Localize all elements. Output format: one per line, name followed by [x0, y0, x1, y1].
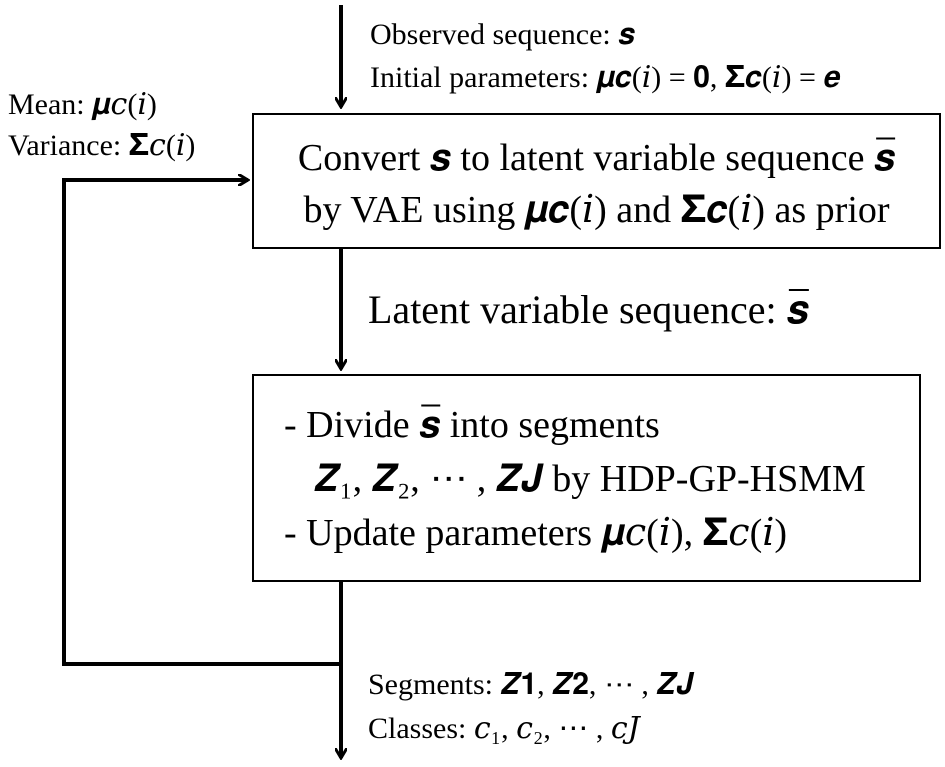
hsmm-box-line-2: 𝒁₁, 𝒁₂, ⋯ , 𝒁𝑱 by HDP-GP-HSMM: [314, 458, 866, 500]
classes-note: Classes: 𝑐₁, 𝑐₂, ⋯ , 𝑐𝐽: [368, 712, 640, 745]
hsmm-box-line-3: - Update parameters 𝝁𝑐(𝑖), 𝚺𝑐(𝑖): [284, 512, 788, 554]
initial-parameters-note: Initial parameters: 𝝁𝒄(𝑖) = 𝟎, 𝚺𝒄(𝑖) = 𝒆: [370, 61, 841, 94]
feedback-loop-arrow: [62, 180, 341, 666]
segments-note: Segments: 𝒁𝟏, 𝒁𝟐, ⋯ , 𝒁𝑱: [368, 668, 694, 701]
vae-conversion-box: Convert 𝒔 to latent variable sequence 𝒔̅…: [252, 113, 941, 249]
hdp-gp-hsmm-box: - Divide 𝒔̅ into segments 𝒁₁, 𝒁₂, ⋯ , 𝒁𝑱…: [252, 374, 921, 582]
observed-sequence-note: Observed sequence: 𝒔: [370, 18, 635, 51]
vae-box-line-2: by VAE using 𝝁𝒄(𝑖) and 𝚺𝒄(𝑖) as prior: [303, 189, 890, 231]
mean-note: Mean: 𝝁𝑐(𝑖): [8, 88, 157, 121]
hsmm-box-line-1: - Divide 𝒔̅ into segments: [284, 404, 660, 446]
vae-box-line-1: Convert 𝒔 to latent variable sequence 𝒔̅: [297, 137, 896, 179]
variance-note: Variance: 𝚺𝑐(𝑖): [8, 129, 196, 162]
latent-sequence-note: Latent variable sequence: 𝒔̅: [368, 287, 809, 332]
